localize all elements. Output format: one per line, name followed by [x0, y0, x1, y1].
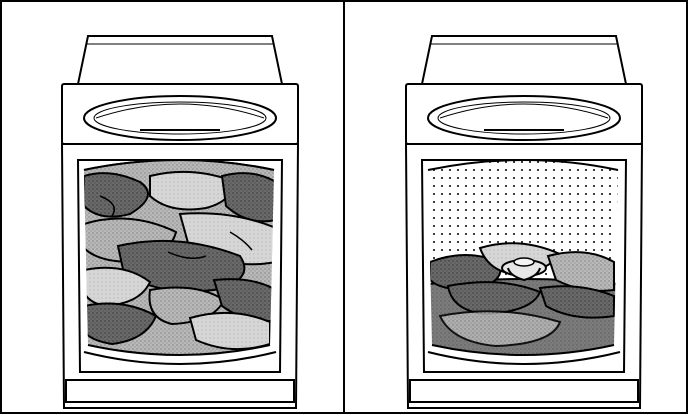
- washer-lid: [422, 36, 626, 84]
- washer-lid: [78, 36, 282, 84]
- washer-left: [62, 36, 298, 408]
- washer-kickplate: [66, 380, 294, 402]
- tub-interior: [424, 150, 624, 370]
- washer-right: [406, 36, 642, 408]
- laundry-load: [80, 150, 280, 370]
- washer-kickplate: [410, 380, 638, 402]
